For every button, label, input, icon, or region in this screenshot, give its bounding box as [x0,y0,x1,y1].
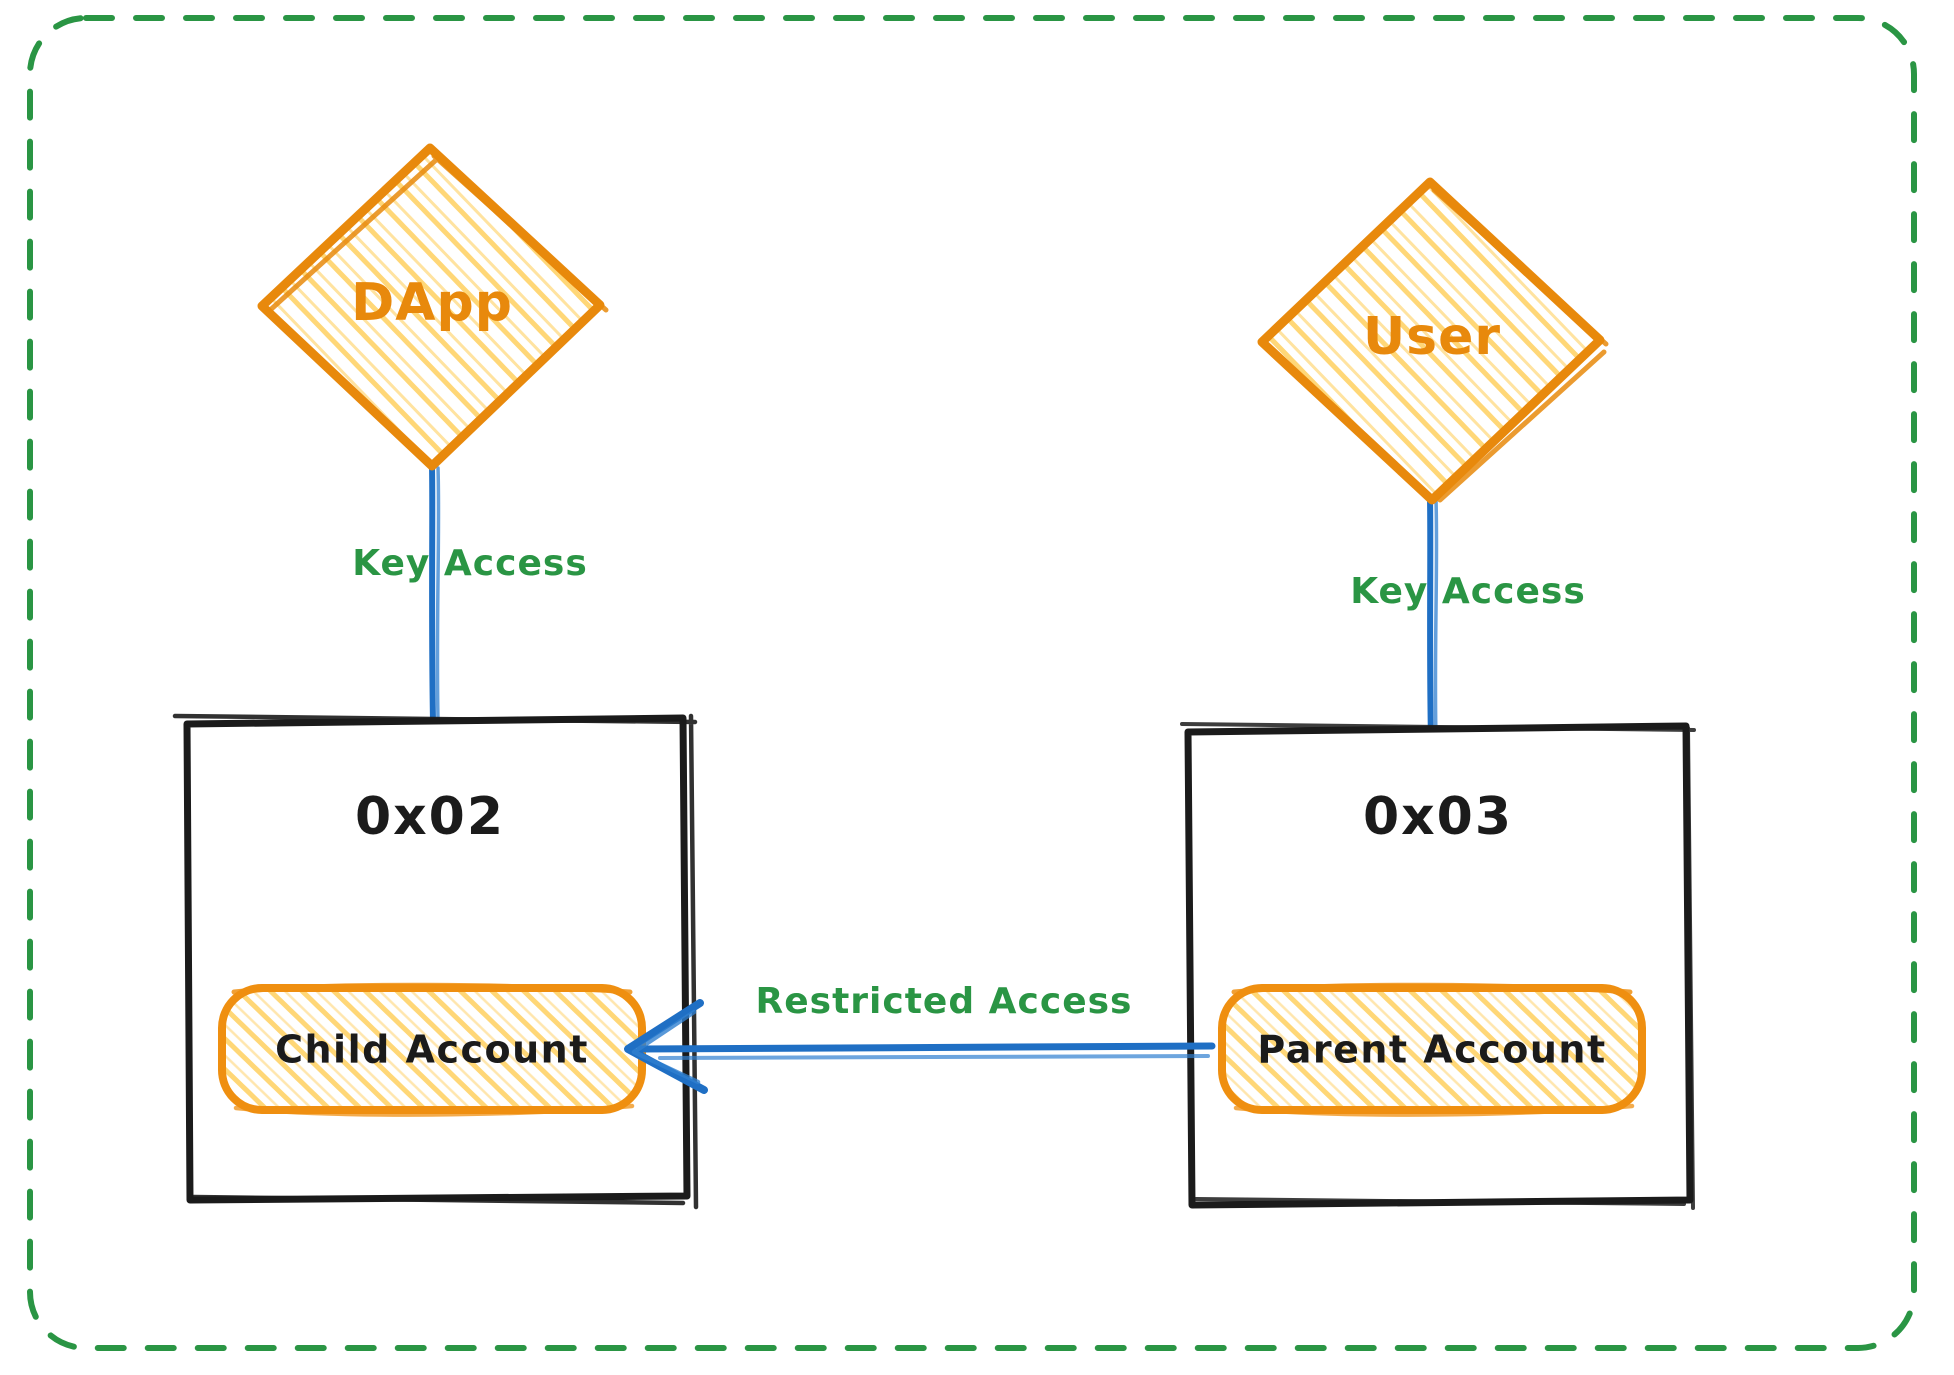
box-outline-sketch-overlay [172,713,699,1210]
pill-parent-account-sketch-bottom [1233,1103,1635,1117]
pill-parent-account-label: Parent Account [1257,1028,1606,1072]
pill-parent-account[interactable]: Parent Account [1218,982,1646,1117]
edge-user-to-parent-account [1427,495,1439,743]
edge-arrow-line-sketch-overlay [658,1054,1210,1060]
account-box-0x02-label: 0x02 [355,787,505,847]
edge-arrowhead-sketch-overlay [631,1009,701,1085]
edge-label-restricted-access: Restricted Access [756,981,1133,1022]
pill-parent-account-sketch-top [1231,982,1633,995]
pill-parent-account-shape [1218,984,1646,1114]
edge-line-primary [1427,495,1434,743]
outer-boundary-dashed-rect [27,15,1917,1351]
edge-dapp-to-child-account [429,462,441,725]
edge-label-key-access-dapp: Key Access [352,543,588,584]
pill-child-account-label: Child Account [275,1028,589,1072]
node-dapp-sketch-overlay [265,153,609,315]
edge-arrowhead [624,999,708,1094]
pill-child-account[interactable]: Child Account [218,982,646,1117]
node-user-sketch-overlay [1431,187,1609,503]
edge-parent-to-child-restricted [624,999,1216,1094]
edge-line-primary [429,462,436,725]
box-outline-sketch-overlay [1180,722,1696,1210]
pill-child-account-sketch-bottom [233,1103,635,1117]
node-user[interactable]: User [1257,177,1609,505]
node-dapp-label: DApp [351,273,513,333]
node-dapp[interactable]: DApp [257,143,609,471]
edge-label-key-access-user: Key Access [1350,571,1586,612]
account-box-0x03-label: 0x03 [1363,787,1513,847]
pill-child-account-sketch-top [231,982,633,995]
account-box-0x02[interactable]: 0x02 [172,713,699,1210]
outer-boundary-frame [27,15,1917,1351]
account-box-0x03[interactable]: 0x03 [1180,722,1696,1210]
node-user-label: User [1363,307,1501,367]
edge-line-sketch-overlay [1433,498,1439,740]
edge-arrow-line-primary [636,1042,1216,1053]
edge-line-sketch-overlay [435,466,441,722]
